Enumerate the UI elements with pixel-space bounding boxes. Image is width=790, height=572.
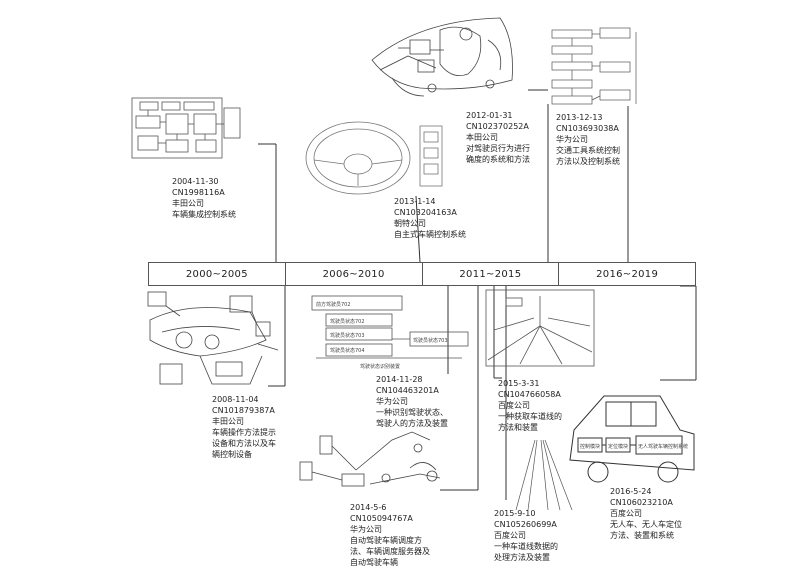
patent-title-line: 无人车、无人车定位 — [610, 520, 682, 529]
figure-2014b-dispatch — [299, 431, 441, 487]
patent-entry-2015a: 2015-3-31 CN104766058A 百度公司 一种获取车道线的 方法和… — [498, 378, 562, 433]
figure-box-labels: 前方驾驶员702 驾驶员状态702 驾驶员状态703 驾驶员状态704 驾驶员状… — [316, 301, 688, 450]
fig-2014a-box-4: 驾驶员状态704 — [330, 347, 365, 354]
patent-title-line: 一种识别驾驶状态、 — [376, 408, 448, 417]
patent-company: 百度公司 — [498, 401, 530, 410]
patent-number: CN104766058A — [498, 390, 561, 399]
fig-2014a-box-1: 前方驾驶员702 — [316, 301, 351, 308]
patent-entry-2013a: 2013-1-14 CN103204163A 朝特公司 自主式车辆控制系统 — [394, 196, 466, 240]
figure-2013-steering-wheel — [305, 121, 443, 195]
fig-2016-box-2: 定位模块 — [608, 443, 628, 450]
fig-2014a-box-2: 驾驶员状态702 — [330, 318, 365, 325]
patent-date: 2008-11-04 — [212, 395, 259, 404]
patent-number: CN105260699A — [494, 520, 557, 529]
figure-2012-driver-cabin — [371, 17, 513, 97]
leader-line-2013a — [415, 195, 421, 263]
patent-company: 华为公司 — [350, 525, 382, 534]
figure-2015a-road — [485, 289, 595, 367]
period-2011-2015: 2011~2015 — [423, 263, 560, 285]
patent-entry-2012: 2012-01-31 CN102370252A 本田公司 对驾驶员行为进行 确度… — [466, 110, 530, 165]
patent-date: 2014-5-6 — [350, 503, 387, 512]
patent-title-line: 辆控制设备 — [212, 450, 252, 459]
patent-title-line: 对驾驶员行为进行 — [466, 144, 530, 153]
patent-date: 2016-5-24 — [610, 487, 652, 496]
patent-title-line: 方法和装置 — [498, 423, 538, 432]
period-2000-2005: 2000~2005 — [149, 263, 286, 285]
patent-company: 丰田公司 — [172, 199, 204, 208]
patent-number: CN101879387A — [212, 406, 275, 415]
patent-title-line: 处理方法及装置 — [494, 553, 550, 562]
patent-entry-2013b: 2013-12-13 CN103693038A 华为公司 交通工具系统控制 方法… — [556, 112, 620, 167]
patent-title-line: 设备和方法以及车 — [212, 439, 276, 448]
fig-2014a-box-3: 驾驶员状态703 — [330, 332, 365, 339]
patent-number: CN103204163A — [394, 208, 457, 217]
patent-title-line: 一种车道线数据的 — [494, 542, 558, 551]
patent-date: 2015-3-31 — [498, 379, 540, 388]
patent-date: 2014-11-28 — [376, 375, 423, 384]
patent-company: 华为公司 — [376, 397, 408, 406]
patent-entry-2008: 2008-11-04 CN101879387A 丰田公司 车辆操作方法提示 设备… — [212, 394, 276, 460]
patent-number: CN106023210A — [610, 498, 673, 507]
patent-title-line: 自主式车辆控制系统 — [394, 230, 466, 239]
figure-2014a-state-boxes — [311, 295, 469, 359]
patent-title-line: 方法以及控制系统 — [556, 157, 620, 166]
patent-company: 华为公司 — [556, 135, 588, 144]
patent-entry-2004: 2004-11-30 CN1998116A 丰田公司 车辆集成控制系统 — [172, 176, 236, 220]
patent-number: CN105094767A — [350, 514, 413, 523]
patent-date: 2004-11-30 — [172, 177, 219, 186]
figure-2016-vehicle — [569, 395, 695, 483]
patent-title-line: 确度的系统和方法 — [466, 155, 530, 164]
patent-date: 2013-1-14 — [394, 197, 436, 206]
patent-entry-2015b: 2015-9-10 CN105260699A 百度公司 一种车道线数据的 处理方… — [494, 508, 558, 563]
patent-date: 2015-9-10 — [494, 509, 536, 518]
patent-entry-2014a: 2014-11-28 CN104463201A 华为公司 一种识别驾驶状态、 驾… — [376, 374, 448, 429]
fig-2014a-box-5: 驾驶员状态703 — [413, 337, 448, 344]
patent-title-line: 方法、装置和系统 — [610, 531, 674, 540]
patent-title-line: 车辆集成控制系统 — [172, 210, 236, 219]
patent-entry-2016: 2016-5-24 CN106023210A 百度公司 无人车、无人车定位 方法… — [610, 486, 682, 541]
patent-title-line: 一种获取车道线的 — [498, 412, 562, 421]
fig-2014a-box-6: 驾驶状态识别装置 — [360, 363, 400, 370]
patent-title-line: 车辆操作方法提示 — [212, 428, 276, 437]
period-2006-2010: 2006~2010 — [286, 263, 423, 285]
patent-company: 朝特公司 — [394, 219, 426, 228]
figure-2013b-flowchart — [551, 27, 637, 105]
period-bar: 2000~2005 2006~2010 2011~2015 2016~2019 — [148, 262, 696, 286]
patent-date: 2012-01-31 — [466, 111, 513, 120]
figure-2015b-lane-lines — [515, 439, 573, 511]
patent-company: 百度公司 — [494, 531, 526, 540]
patent-title-line: 法、车辆调度服务器及 — [350, 547, 430, 556]
patent-number: CN104463201A — [376, 386, 439, 395]
patent-company: 百度公司 — [610, 509, 642, 518]
patent-company: 本田公司 — [466, 133, 498, 142]
period-2016-2019: 2016~2019 — [596, 268, 659, 280]
figure-2008-dashboard — [147, 291, 279, 385]
fig-2016-box-3: 无人驾驶车辆控制系统 — [638, 443, 688, 450]
patent-number: CN1998116A — [172, 188, 225, 197]
patent-number: CN102370252A — [466, 122, 529, 131]
patent-company: 丰田公司 — [212, 417, 244, 426]
figure-2004-block-diagram — [131, 97, 241, 159]
patent-entry-2014b: 2014-5-6 CN105094767A 华为公司 自动驾驶车辆调度方 法、车… — [350, 502, 430, 568]
patent-title-line: 自动驾驶车辆 — [350, 558, 398, 567]
patent-date: 2013-12-13 — [556, 113, 603, 122]
patent-title-line: 自动驾驶车辆调度方 — [350, 536, 422, 545]
patent-title-line: 驾驶人的方法及装置 — [376, 419, 448, 428]
fig-2016-box-1: 控制模块 — [580, 443, 600, 450]
patent-number: CN103693038A — [556, 124, 619, 133]
patent-title-line: 交通工具系统控制 — [556, 146, 620, 155]
